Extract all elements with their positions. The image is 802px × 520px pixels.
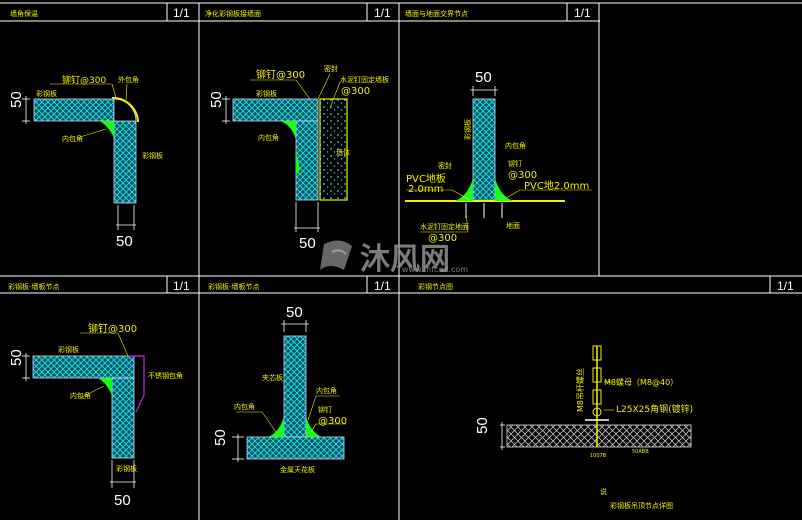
panel-3-scale: 1/1 <box>574 6 591 20</box>
panel-3-drawing <box>405 86 592 233</box>
panel-5-drawing <box>232 320 346 462</box>
p4-dim-bottom: 50 <box>114 492 131 509</box>
p3-screw-spacing: @300 <box>428 233 457 244</box>
panel-4-drawing <box>22 332 145 488</box>
p1-dim-bottom: 50 <box>116 233 133 250</box>
panel-1-title: 墙角保温 <box>10 9 38 18</box>
p4-inner-label: 内包角 <box>70 391 91 400</box>
p2-dim-left: 50 <box>208 91 225 108</box>
panel-6-scale: 1/1 <box>777 279 794 293</box>
p6-right-value: 50ABB <box>632 449 649 455</box>
p6-rod-label: M8吊杆螺丝 <box>575 368 585 412</box>
p2-panel-label: 彩钢板 <box>256 89 277 98</box>
p1-panel2-label: 彩钢板 <box>142 151 163 160</box>
p5-dim-left: 50 <box>212 429 229 446</box>
p5-dim-top: 50 <box>286 304 303 321</box>
p2-wall-label: 墙体 <box>336 148 350 157</box>
p4-rivet-label: 铆钉@300 <box>88 322 137 335</box>
p3-panel-label: 彩钢板 <box>463 119 472 140</box>
p1-inner-label: 内包角 <box>62 134 83 143</box>
p5-rivet-spacing: @300 <box>318 416 347 427</box>
panel-4-scale: 1/1 <box>173 279 190 293</box>
p2-rivet-label: 铆钉@300 <box>256 68 305 81</box>
p6-caption: 彩钢板吊顶节点详图 <box>610 501 673 510</box>
panel-5-scale: 1/1 <box>374 279 391 293</box>
p2-inner-label: 内包角 <box>258 133 279 142</box>
p4-angle-label: 不锈钢包角 <box>148 371 183 380</box>
p6-angle-label: L25X25角钢(镀锌) <box>616 403 693 415</box>
p5-rivet-label: 铆钉 <box>318 405 332 414</box>
p3-screw-label: 水泥钉固定地面 <box>420 222 469 231</box>
watermark-logo-icon <box>320 240 352 270</box>
panel-5-title: 彩钢板-墙板节点 <box>208 282 260 291</box>
p2-screw-spacing: @300 <box>341 86 370 97</box>
p1-dim-left: 50 <box>8 91 25 108</box>
p3-rivet-spacing: @300 <box>508 170 537 181</box>
p3-inner-label: 内包角 <box>505 141 526 150</box>
p4-panel-label: 彩钢板 <box>58 345 79 354</box>
p5-base-label: 金属天花板 <box>280 465 315 474</box>
watermark-brand: 沐风网 <box>360 242 450 277</box>
p5-panel-label: 夹芯板 <box>262 373 283 382</box>
p3-dim-top: 50 <box>475 69 492 86</box>
panel-1-drawing <box>22 83 139 230</box>
p4-dim-left: 50 <box>8 349 25 366</box>
panel-3-title: 墙面与地面交界节点 <box>405 9 468 18</box>
panel-2-scale: 1/1 <box>374 6 391 20</box>
p6-dim-left: 50 <box>474 417 491 434</box>
p3-rivet-label: 铆钉 <box>508 159 522 168</box>
p2-screw-label: 水泥钉固定墙板 <box>340 75 389 84</box>
p1-rivet-label: 铆钉@300 <box>62 74 106 86</box>
panel-2-title: 净化彩钢板接墙面 <box>205 9 261 18</box>
p3-pvc-left-1: PVC地板 <box>406 172 446 185</box>
panel-4-title: 彩钢板-墙板节点 <box>8 282 60 291</box>
p6-nut-label: M8螺母（M8@40） <box>604 377 678 387</box>
p3-pvc-left-2: 2.0mm <box>408 184 443 195</box>
p1-corner-label: 外包角 <box>118 75 139 84</box>
p1-panel-label: 彩钢板 <box>36 89 57 98</box>
p2-dim-bottom: 50 <box>299 235 316 252</box>
p5-inner-right-label: 内包角 <box>316 386 337 395</box>
p4-panel2-label: 彩钢板 <box>116 464 137 473</box>
p2-sealant-label: 密封 <box>324 64 338 73</box>
p5-inner-left-label: 内包角 <box>234 402 255 411</box>
p6-note: 说 <box>600 487 607 496</box>
p3-floor-label: 地面 <box>506 221 520 230</box>
p3-seal-label: 密封 <box>438 161 452 170</box>
panel-2-drawing <box>222 73 348 232</box>
p3-pvc-right: PVC地2.0mm <box>524 179 589 192</box>
watermark-url: www.mfcad.com <box>402 265 468 274</box>
panel-1-scale: 1/1 <box>173 6 190 20</box>
p6-left-value: 1007B <box>590 453 607 459</box>
panel-6-drawing <box>500 345 692 450</box>
panel-6-title: 彩钢节点图 <box>418 282 453 291</box>
